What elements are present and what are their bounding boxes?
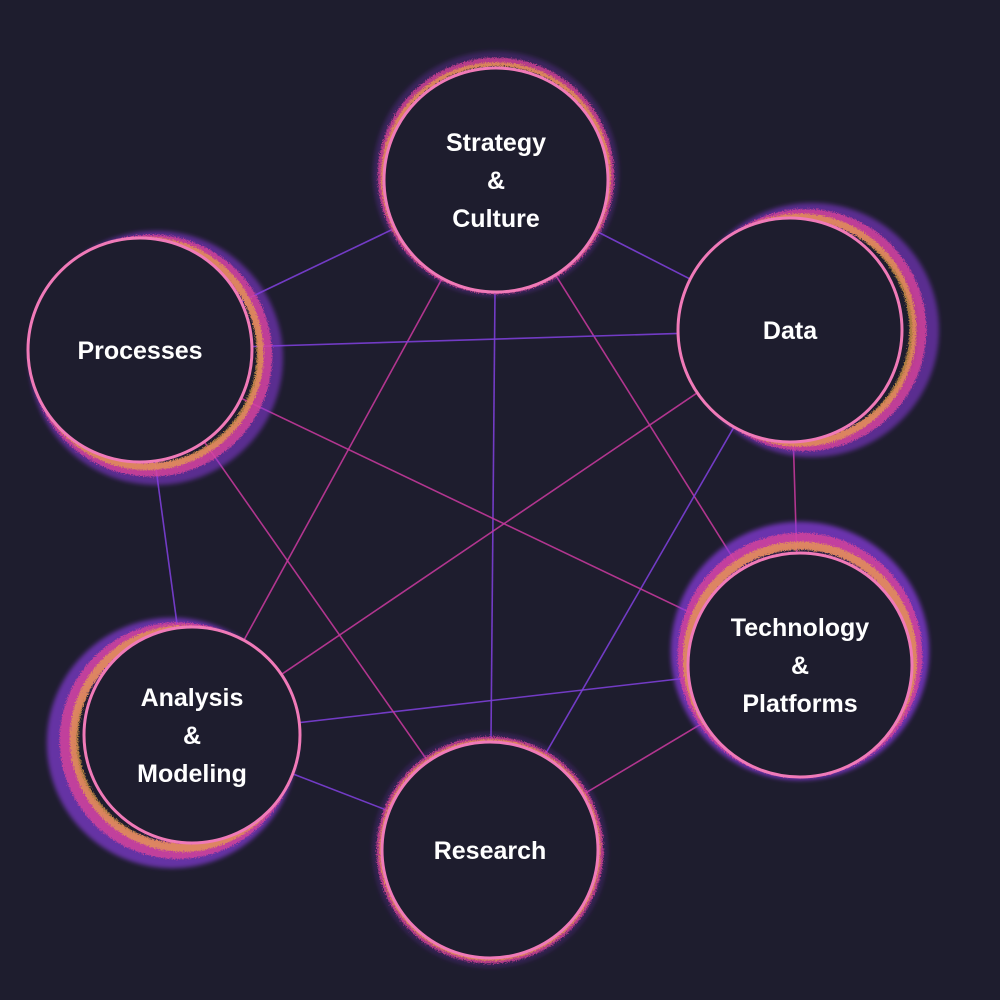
node-processes: Processes <box>26 231 283 485</box>
node-label-data: Data <box>763 317 818 345</box>
node-label-line: Modeling <box>137 760 247 788</box>
node-label-line: Analysis <box>141 684 244 712</box>
node-circle-strategy <box>382 66 610 294</box>
node-label-research: Research <box>434 837 547 865</box>
node-label-line: & <box>487 167 505 195</box>
node-label-line: Processes <box>77 337 202 365</box>
node-circle-technology <box>686 551 914 779</box>
node-circle-research <box>380 740 600 960</box>
node-circle-data <box>676 216 904 444</box>
node-label-line: Platforms <box>742 690 857 718</box>
node-label-line: & <box>183 722 201 750</box>
node-circle-analysis <box>82 625 302 845</box>
node-label-line: & <box>791 652 809 680</box>
node-technology: Technology & Platforms <box>670 521 930 781</box>
node-label-technology: Technology & Platforms <box>731 614 870 718</box>
node-label-analysis: Analysis & Modeling <box>137 684 247 788</box>
node-label-processes: Processes <box>77 337 202 365</box>
node-label-line: Technology <box>731 614 870 642</box>
node-label-line: Research <box>434 837 547 865</box>
node-label-line: Strategy <box>446 129 546 157</box>
node-data: Data <box>676 203 939 457</box>
node-analysis: Analysis & Modeling <box>46 617 302 869</box>
node-label-strategy: Strategy & Culture <box>446 129 546 233</box>
node-strategy: Strategy & Culture <box>373 51 619 297</box>
node-label-line: Data <box>763 317 818 345</box>
node-research: Research <box>372 732 608 968</box>
edge-data-analysis <box>191 329 791 736</box>
node-label-line: Culture <box>452 205 540 233</box>
node-circle-processes <box>26 236 254 464</box>
